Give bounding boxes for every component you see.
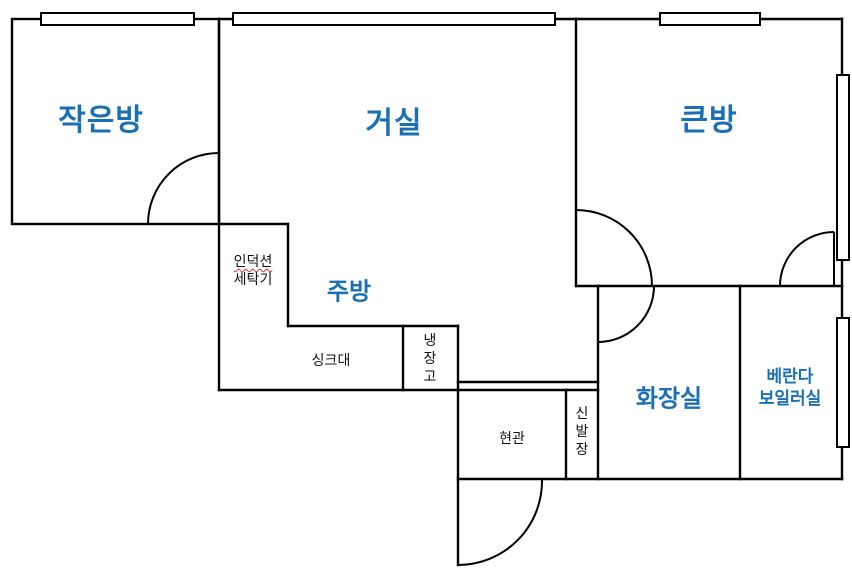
window-living-room: [232, 12, 556, 26]
window-master-room-top: [659, 12, 761, 26]
label-entrance: 현관: [499, 431, 525, 447]
corridor-walls: [456, 380, 600, 392]
living-room-walls: [217, 17, 578, 392]
entrance-walls: [456, 388, 568, 567]
bathroom-walls: [456, 284, 844, 481]
door-small-room[interactable]: [147, 152, 220, 225]
label-induction-washer: 인덕션 세탁기: [234, 253, 273, 289]
label-induction: 인덕션: [233, 254, 273, 270]
label-shoe-cabinet: 신발장: [575, 406, 589, 458]
label-bathroom: 화장실: [635, 384, 703, 413]
label-fridge: 냉장고: [423, 333, 437, 385]
door-bathroom[interactable]: [597, 285, 655, 343]
label-sink: 싱크대: [311, 353, 351, 369]
label-veranda-line2: 보일러실: [758, 389, 822, 409]
master-room-walls: [574, 17, 844, 481]
label-veranda-line1: 베란다: [766, 367, 814, 387]
window-small-room: [40, 12, 195, 26]
label-living-room: 거실: [365, 106, 423, 141]
label-master-room: 큰방: [680, 103, 738, 138]
window-master-room-right: [836, 74, 850, 261]
label-small-room: 작은방: [58, 103, 144, 138]
label-washer: 세탁기: [233, 272, 273, 288]
label-veranda: 베란다 보일러실: [759, 366, 822, 410]
window-veranda: [836, 317, 850, 448]
label-kitchen: 주방: [326, 277, 372, 306]
door-veranda[interactable]: [779, 231, 835, 287]
door-master-room[interactable]: [575, 209, 653, 287]
door-entrance[interactable]: [457, 478, 544, 566]
